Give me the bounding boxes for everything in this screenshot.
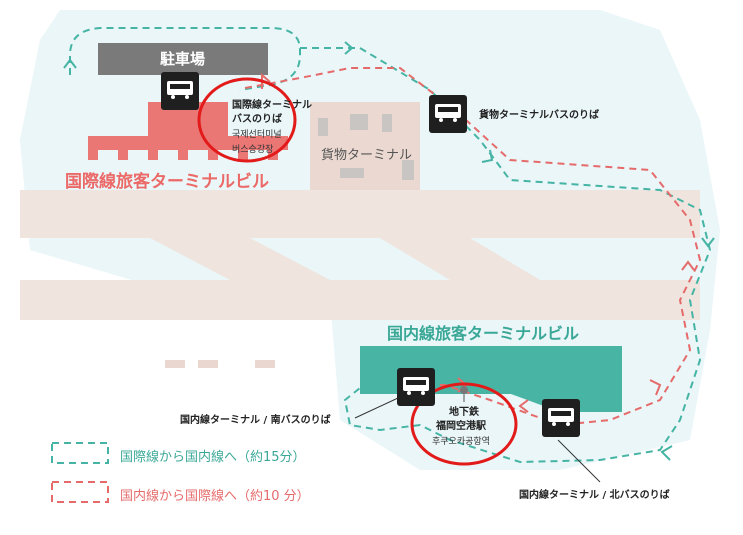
intl-terminal-label: 国際線旅客ターミナルビル: [65, 172, 269, 192]
cargo-bus-stop-icon: [429, 95, 467, 133]
small-building-2: [198, 360, 218, 368]
legend-teal-swatch: [51, 442, 109, 464]
north-bus-stop-icon: [542, 399, 580, 437]
cargo-terminal-building: [310, 102, 420, 190]
domestic-terminal-label: 国内線旅客ターミナルビル: [387, 324, 580, 343]
cargo-terminal-label: 貨物ターミナル: [321, 148, 413, 163]
teal-arrows: [63, 41, 715, 461]
highlight-subway-station: [410, 382, 518, 466]
leader-south-bus: [354, 397, 399, 419]
parking-label: 駐車場: [160, 50, 206, 68]
route-intl-to-domestic: [69, 27, 712, 464]
small-building-1: [165, 360, 185, 368]
intl-bus-stop-label-1: 国際線ターミナル: [232, 100, 312, 111]
intl-bus-stop-label-kr-2: 버스승강장: [232, 145, 274, 155]
intl-bus-stop-label-2: バスのりば: [232, 114, 282, 125]
south-bus-stop-label: 国内線ターミナル / 南バスのりば: [180, 415, 331, 426]
south-bus-stop-icon: [397, 368, 435, 406]
intl-bus-stop-label-kr-1: 국제선터미널: [232, 130, 282, 140]
north-bus-stop-label: 国内線ターミナル / 北バスのりば: [519, 490, 670, 501]
subway-label-2: 福岡空港駅: [436, 421, 486, 432]
leader-north-bus: [557, 439, 601, 483]
subway-label-1: 地下鉄: [449, 407, 479, 418]
subway-dot: [460, 386, 468, 394]
intl-bus-stop-icon: [161, 72, 199, 110]
parking-lot: [98, 43, 268, 75]
highlight-intl-bus-stop: [197, 77, 297, 163]
legend-domestic-to-intl: 国内線から国際線へ（約10 分）: [120, 489, 310, 504]
subway-label-kr: 후쿠오카공항역: [432, 437, 490, 447]
legend-salmon-swatch: [51, 481, 109, 503]
runway-area: [20, 190, 700, 320]
small-building-3: [255, 360, 275, 368]
legend-intl-to-domestic: 国際線から国内線へ（約15分）: [120, 450, 306, 465]
route-domestic-to-intl: [244, 67, 702, 427]
cargo-bus-stop-label: 貨物ターミナルバスのりば: [479, 110, 599, 121]
